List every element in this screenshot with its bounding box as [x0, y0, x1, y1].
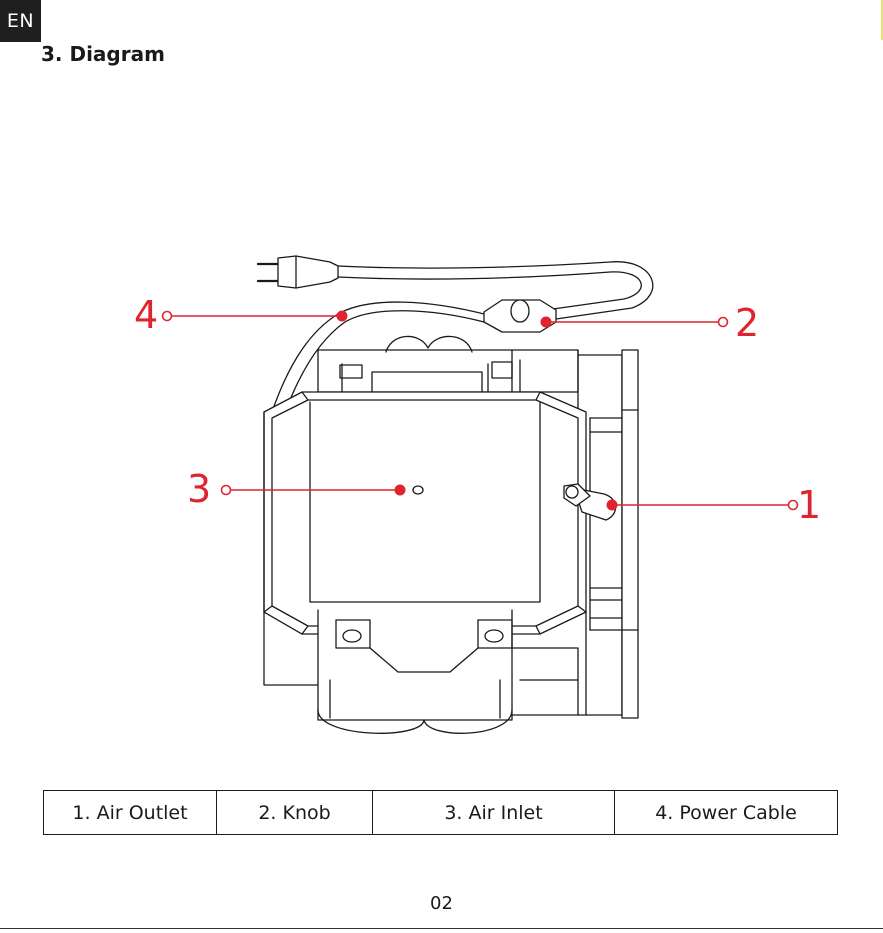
side-fins: [578, 350, 638, 718]
part-air-outlet: 1. Air Outlet: [44, 791, 216, 834]
bottom-rule: [0, 928, 883, 929]
air-pump-diagram: 1 2 3 4: [0, 230, 883, 750]
callout-3: 3: [187, 467, 211, 511]
power-plug-icon: [258, 256, 338, 288]
part-air-inlet: 3. Air Inlet: [372, 791, 614, 834]
callout-1: 1: [797, 483, 821, 527]
part-power-cable: 4. Power Cable: [614, 791, 837, 834]
callout-2: 2: [735, 301, 759, 345]
parts-table: 1. Air Outlet 2. Knob 3. Air Inlet 4. Po…: [43, 790, 838, 835]
language-badge: EN: [0, 0, 41, 42]
part-knob: 2. Knob: [216, 791, 372, 834]
callout-4: 4: [134, 293, 158, 337]
section-title: 3. Diagram: [41, 42, 165, 66]
page-number: 02: [0, 893, 883, 914]
